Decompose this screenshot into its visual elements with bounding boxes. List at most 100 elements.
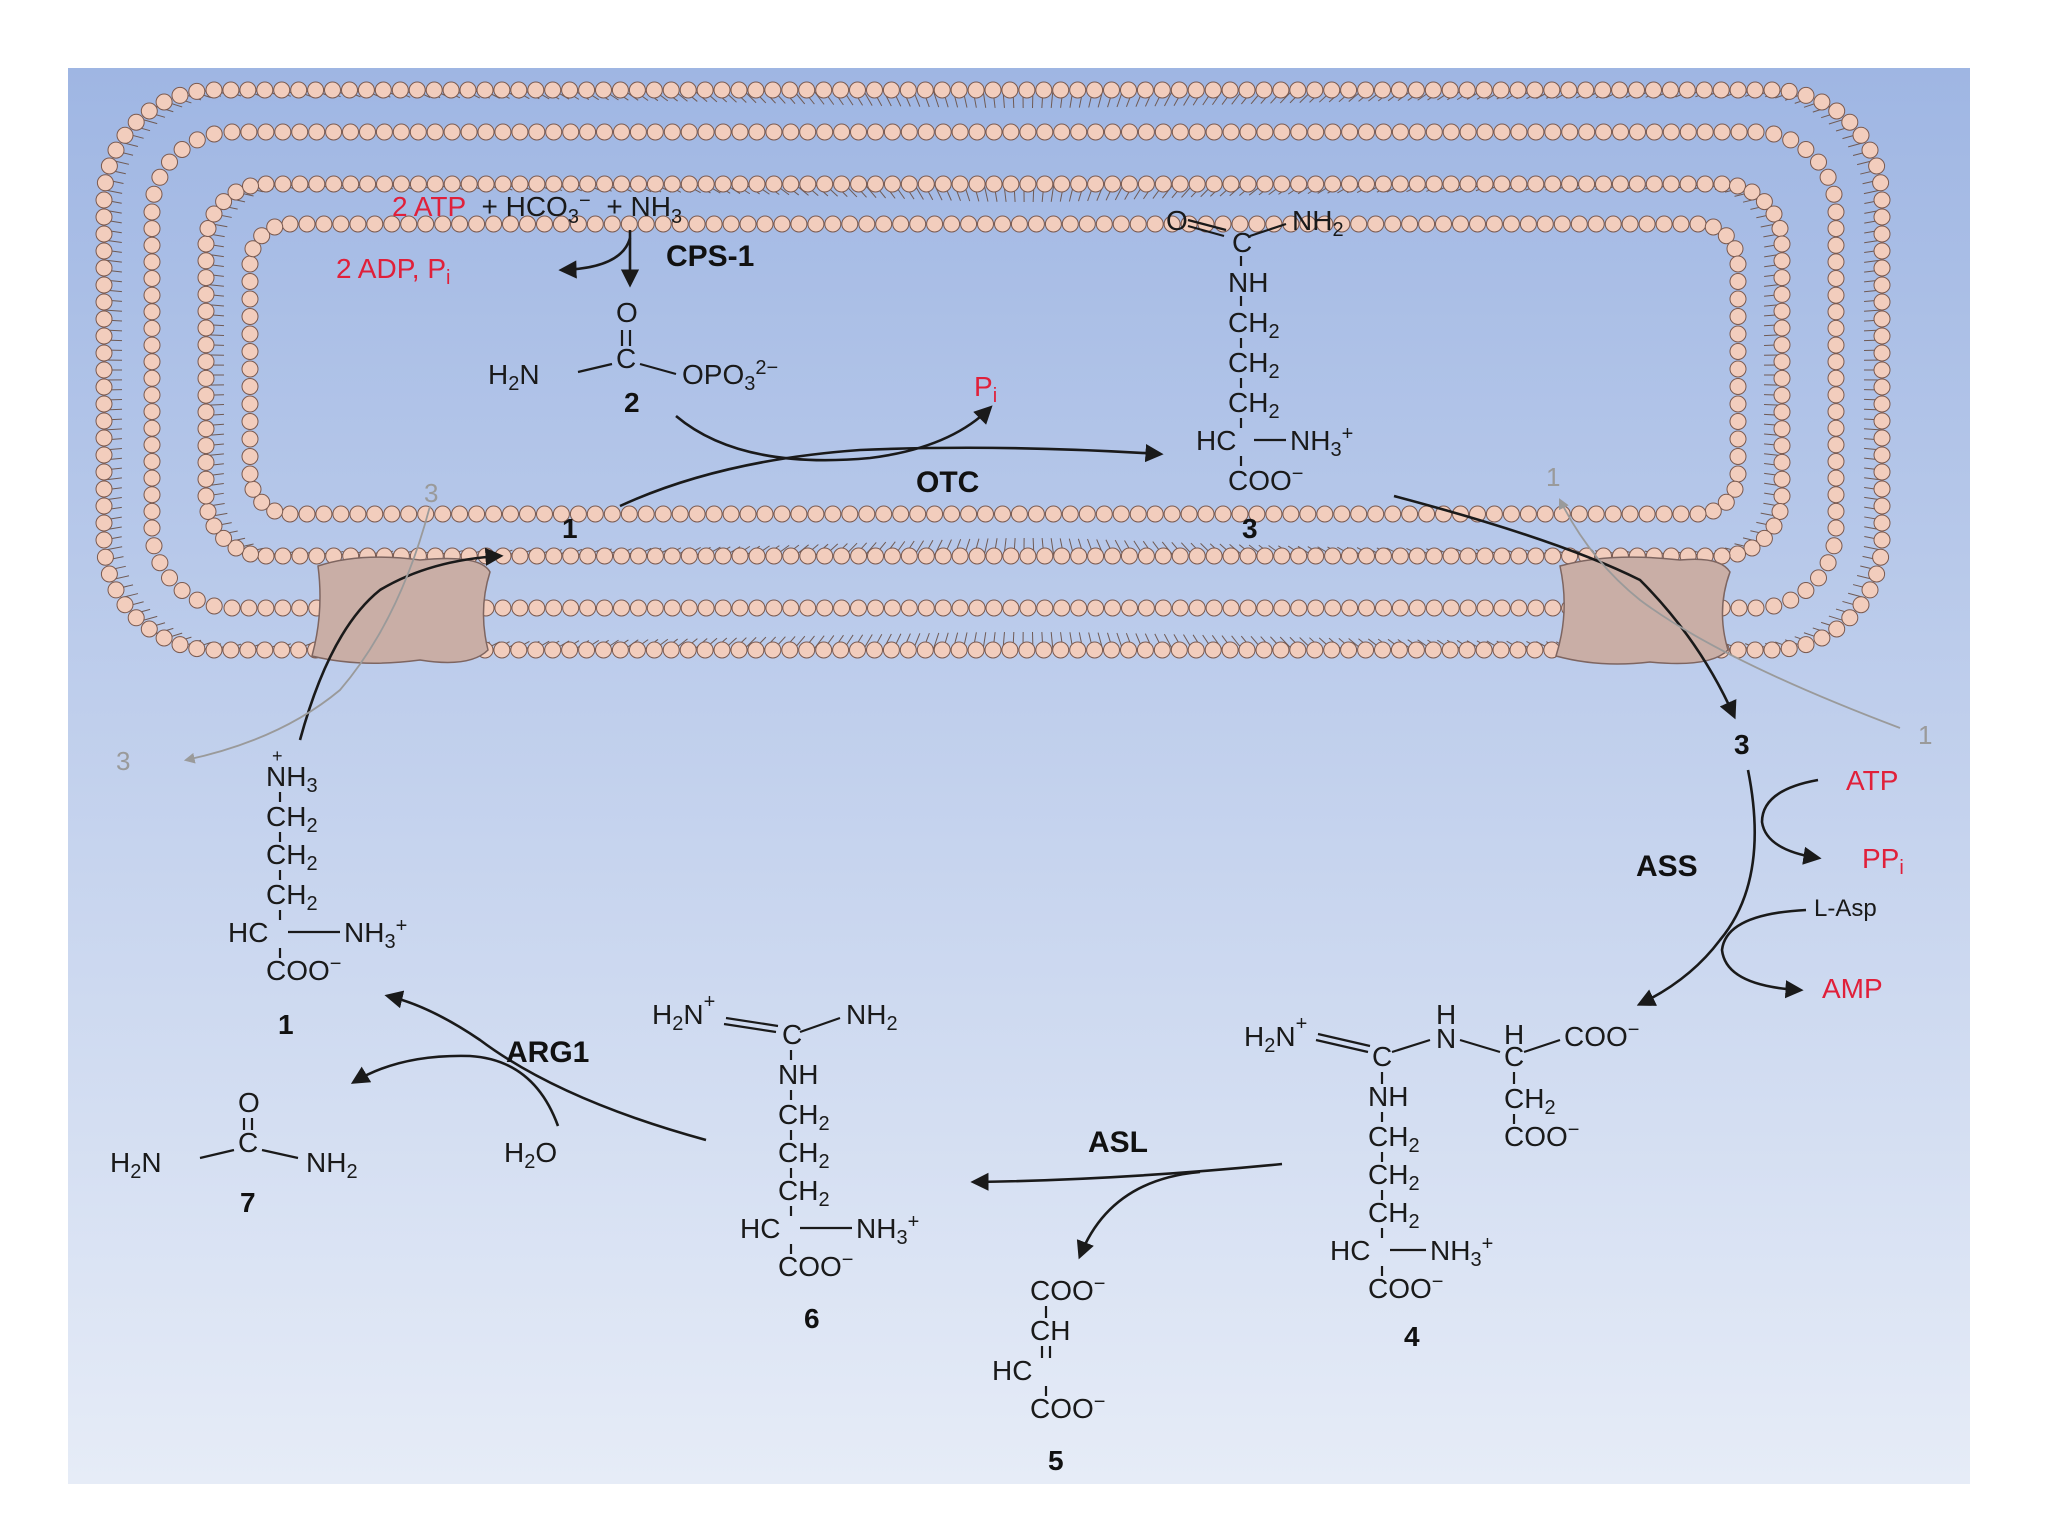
lipid-head — [143, 403, 161, 421]
lipid-head — [967, 81, 985, 99]
lipid-head — [325, 175, 343, 193]
svg-text:COO−: COO− — [1030, 1391, 1105, 1424]
svg-text:COO−: COO− — [1030, 1273, 1105, 1306]
lipid-head — [1763, 81, 1781, 99]
lipid-head — [1873, 225, 1891, 243]
lipid-head — [241, 360, 259, 378]
lipid-head — [1070, 175, 1088, 193]
lipid-head — [816, 599, 834, 617]
lipid-head — [1231, 505, 1249, 523]
lipid-head — [1621, 215, 1639, 233]
lipid-head — [107, 141, 125, 159]
lipid-head — [1333, 215, 1351, 233]
lipid-head — [1476, 599, 1494, 617]
lipid-head — [1868, 565, 1886, 583]
lipid-head — [1086, 641, 1104, 659]
lipid-head — [1357, 81, 1375, 99]
lipid-head — [671, 215, 689, 233]
lipid-head — [205, 641, 223, 659]
lipid-head — [1273, 599, 1291, 617]
lipid-head — [1103, 81, 1120, 99]
lipid-head — [977, 215, 994, 233]
lipid-head — [705, 215, 723, 233]
lipid-head — [1638, 215, 1656, 233]
lipid-head — [408, 81, 426, 99]
lipid-head — [291, 599, 309, 617]
lipid-head — [140, 620, 158, 638]
lipid-head — [528, 123, 546, 141]
lipid-head — [494, 599, 512, 617]
lipid-head — [1019, 175, 1037, 193]
svg-text:O: O — [238, 1087, 260, 1118]
lipid-head — [603, 505, 621, 523]
lipid-head — [1873, 480, 1891, 498]
lipid-head — [257, 547, 275, 565]
lipid-head — [349, 215, 367, 233]
lipid-head — [197, 336, 215, 354]
lipid-head — [1645, 175, 1663, 193]
lipid-head — [519, 505, 536, 523]
diagram-panel — [68, 68, 1970, 1484]
lipid-head — [646, 175, 664, 193]
lipid-head — [815, 641, 833, 659]
lipid-head — [1087, 175, 1105, 193]
lipid-head — [1773, 470, 1791, 488]
lipid-head — [578, 81, 596, 99]
lipid-head — [748, 175, 766, 193]
lipid-head — [867, 123, 884, 141]
lipid-head — [1527, 599, 1545, 617]
lipid-head — [977, 505, 994, 523]
lipid-head — [95, 208, 113, 226]
lipid-head — [1612, 123, 1629, 141]
lipid-head — [1053, 123, 1071, 141]
lipid-head — [1773, 302, 1791, 320]
lipid-head — [1435, 215, 1452, 233]
lipid-head — [400, 215, 418, 233]
lipid-head — [511, 175, 529, 193]
ass-ppi: PPi — [1862, 843, 1904, 879]
lipid-head — [1825, 185, 1843, 203]
lipid-head — [1729, 395, 1747, 413]
lipid-head — [197, 487, 215, 505]
lipid-head — [485, 505, 503, 523]
lipid-head — [850, 123, 867, 141]
lipid-head — [1137, 175, 1155, 193]
lipid-head — [1729, 545, 1746, 563]
lipid-head — [95, 480, 113, 498]
lipid-head — [858, 505, 876, 523]
lipid-head — [917, 123, 935, 141]
lipid-head — [95, 429, 113, 447]
lipid-head — [934, 547, 952, 565]
lipid-head — [197, 285, 215, 303]
lipid-head — [205, 81, 223, 99]
lipid-head — [951, 599, 969, 617]
lipid-head — [332, 215, 350, 233]
compound-4-structure: H2N+ C H N H C COO− CH2 COO− NH CH2 CH2 … — [1244, 999, 1639, 1304]
lipid-head — [1374, 547, 1392, 565]
lipid-head — [646, 547, 664, 565]
lipid-head — [1036, 599, 1054, 617]
lipid-head — [1027, 505, 1045, 523]
lipid-head — [205, 205, 223, 223]
lipid-head — [400, 505, 418, 523]
lipid-head — [375, 123, 393, 141]
lipid-head — [1154, 547, 1172, 565]
lipid-head — [188, 640, 206, 658]
lipid-head — [798, 641, 816, 659]
lipid-head — [143, 486, 161, 504]
lipid-head — [143, 253, 161, 271]
lipid-head — [849, 641, 866, 659]
lipid-head — [933, 81, 951, 99]
lipid-head — [765, 123, 783, 141]
lipid-head — [273, 81, 291, 99]
lipid-head — [747, 641, 765, 659]
compound-7-structure: O C H2N NH2 — [110, 1087, 358, 1183]
lipid-head — [790, 215, 808, 233]
svg-text:NH: NH — [1368, 1081, 1408, 1112]
lipid-head — [1873, 514, 1891, 532]
lipid-head — [714, 175, 732, 193]
compound-7-number: 7 — [240, 1187, 256, 1218]
lipid-head — [1527, 547, 1545, 565]
lipid-head — [1797, 582, 1815, 599]
lipid-head — [1689, 505, 1707, 523]
